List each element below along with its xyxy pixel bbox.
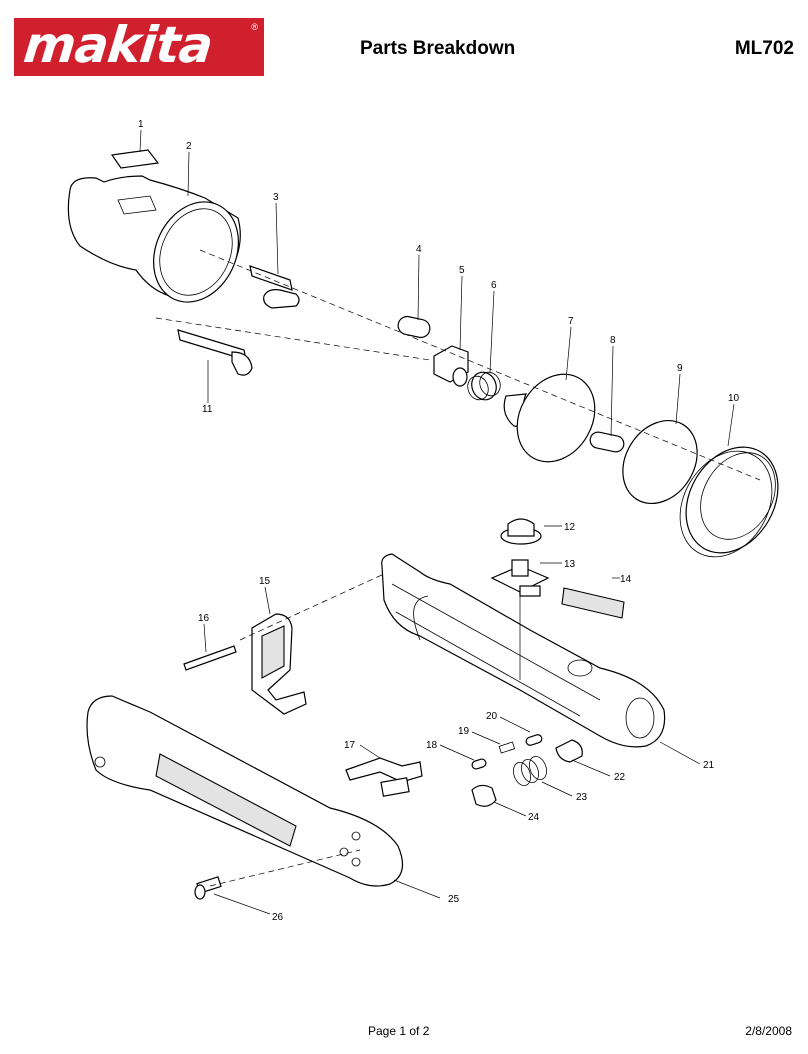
callout-11: 11 xyxy=(202,404,213,415)
part-14-label xyxy=(561,587,625,619)
page-title: Parts Breakdown xyxy=(360,38,516,59)
part-17-contact xyxy=(345,757,423,797)
assembly-axis-upper xyxy=(199,249,761,481)
part-13-switch xyxy=(490,559,550,597)
part-9-lens xyxy=(622,419,698,505)
document-date: 2/8/2008 xyxy=(745,1024,792,1038)
part-7-reflector xyxy=(503,373,596,463)
part-8-lens-bulb xyxy=(589,431,625,453)
part-25-housing-left xyxy=(86,695,404,887)
part-24-contact-cap xyxy=(471,784,497,807)
callout-3: 3 xyxy=(273,192,279,203)
part-10-bezel-ring xyxy=(679,446,779,558)
exploded-parts-diagram: 1 2 3 4 5 6 7 8 9 10 11 12 13 14 15 16 1… xyxy=(67,119,779,923)
callout-9: 9 xyxy=(677,363,683,374)
part-2-head-cover xyxy=(67,175,241,303)
part-15-battery-holder xyxy=(251,613,307,715)
callout-4: 4 xyxy=(416,244,422,255)
part-18-pin xyxy=(471,758,487,770)
callout-5: 5 xyxy=(459,265,465,276)
part-20-pin xyxy=(525,734,543,746)
brand-wordmark: makita xyxy=(20,16,215,74)
part-21-housing-right xyxy=(381,553,666,748)
part-16-pin xyxy=(183,645,237,671)
callout-20: 20 xyxy=(486,711,498,722)
callout-10: 10 xyxy=(728,393,740,404)
part-1-label-plate xyxy=(110,149,160,169)
assembly-axis-clip xyxy=(155,317,431,361)
assembly-axis-lower xyxy=(239,573,385,641)
callout-6: 6 xyxy=(491,280,497,291)
page-indicator: Page 1 of 2 xyxy=(368,1024,430,1038)
callout-12: 12 xyxy=(564,522,576,533)
callout-18: 18 xyxy=(426,740,438,751)
part-26-screw xyxy=(194,876,222,900)
callout-26: 26 xyxy=(272,912,284,923)
callout-16: 16 xyxy=(198,613,210,624)
callout-24: 24 xyxy=(528,812,540,823)
callout-21: 21 xyxy=(703,760,715,771)
callout-15: 15 xyxy=(259,576,271,587)
part-19-spring xyxy=(498,741,516,754)
part-3-reflector-clip xyxy=(249,265,300,309)
part-4-bulb xyxy=(397,315,431,339)
callout-19: 19 xyxy=(458,726,470,737)
callout-23: 23 xyxy=(576,792,588,803)
makita-logo: makita ® xyxy=(14,16,264,76)
part-6-socket xyxy=(467,371,501,401)
model-number: ML702 xyxy=(734,38,794,59)
callout-7: 7 xyxy=(568,316,574,327)
part-5-bulb-holder xyxy=(433,345,469,387)
callout-1: 1 xyxy=(138,119,144,130)
callout-22: 22 xyxy=(614,772,626,783)
callout-13: 13 xyxy=(564,559,576,570)
assembly-axis-screw xyxy=(209,849,361,887)
registered-mark: ® xyxy=(251,22,258,32)
callout-14: 14 xyxy=(620,574,632,585)
callout-8: 8 xyxy=(610,335,616,346)
part-23-spring xyxy=(513,755,547,787)
leader-lines xyxy=(139,129,735,915)
callout-2: 2 xyxy=(186,141,192,152)
part-12-switch-cap xyxy=(500,518,542,545)
callout-25: 25 xyxy=(448,894,460,905)
part-22-terminal xyxy=(555,739,583,763)
callout-17: 17 xyxy=(344,740,356,751)
part-11-contact-plate xyxy=(177,329,253,376)
